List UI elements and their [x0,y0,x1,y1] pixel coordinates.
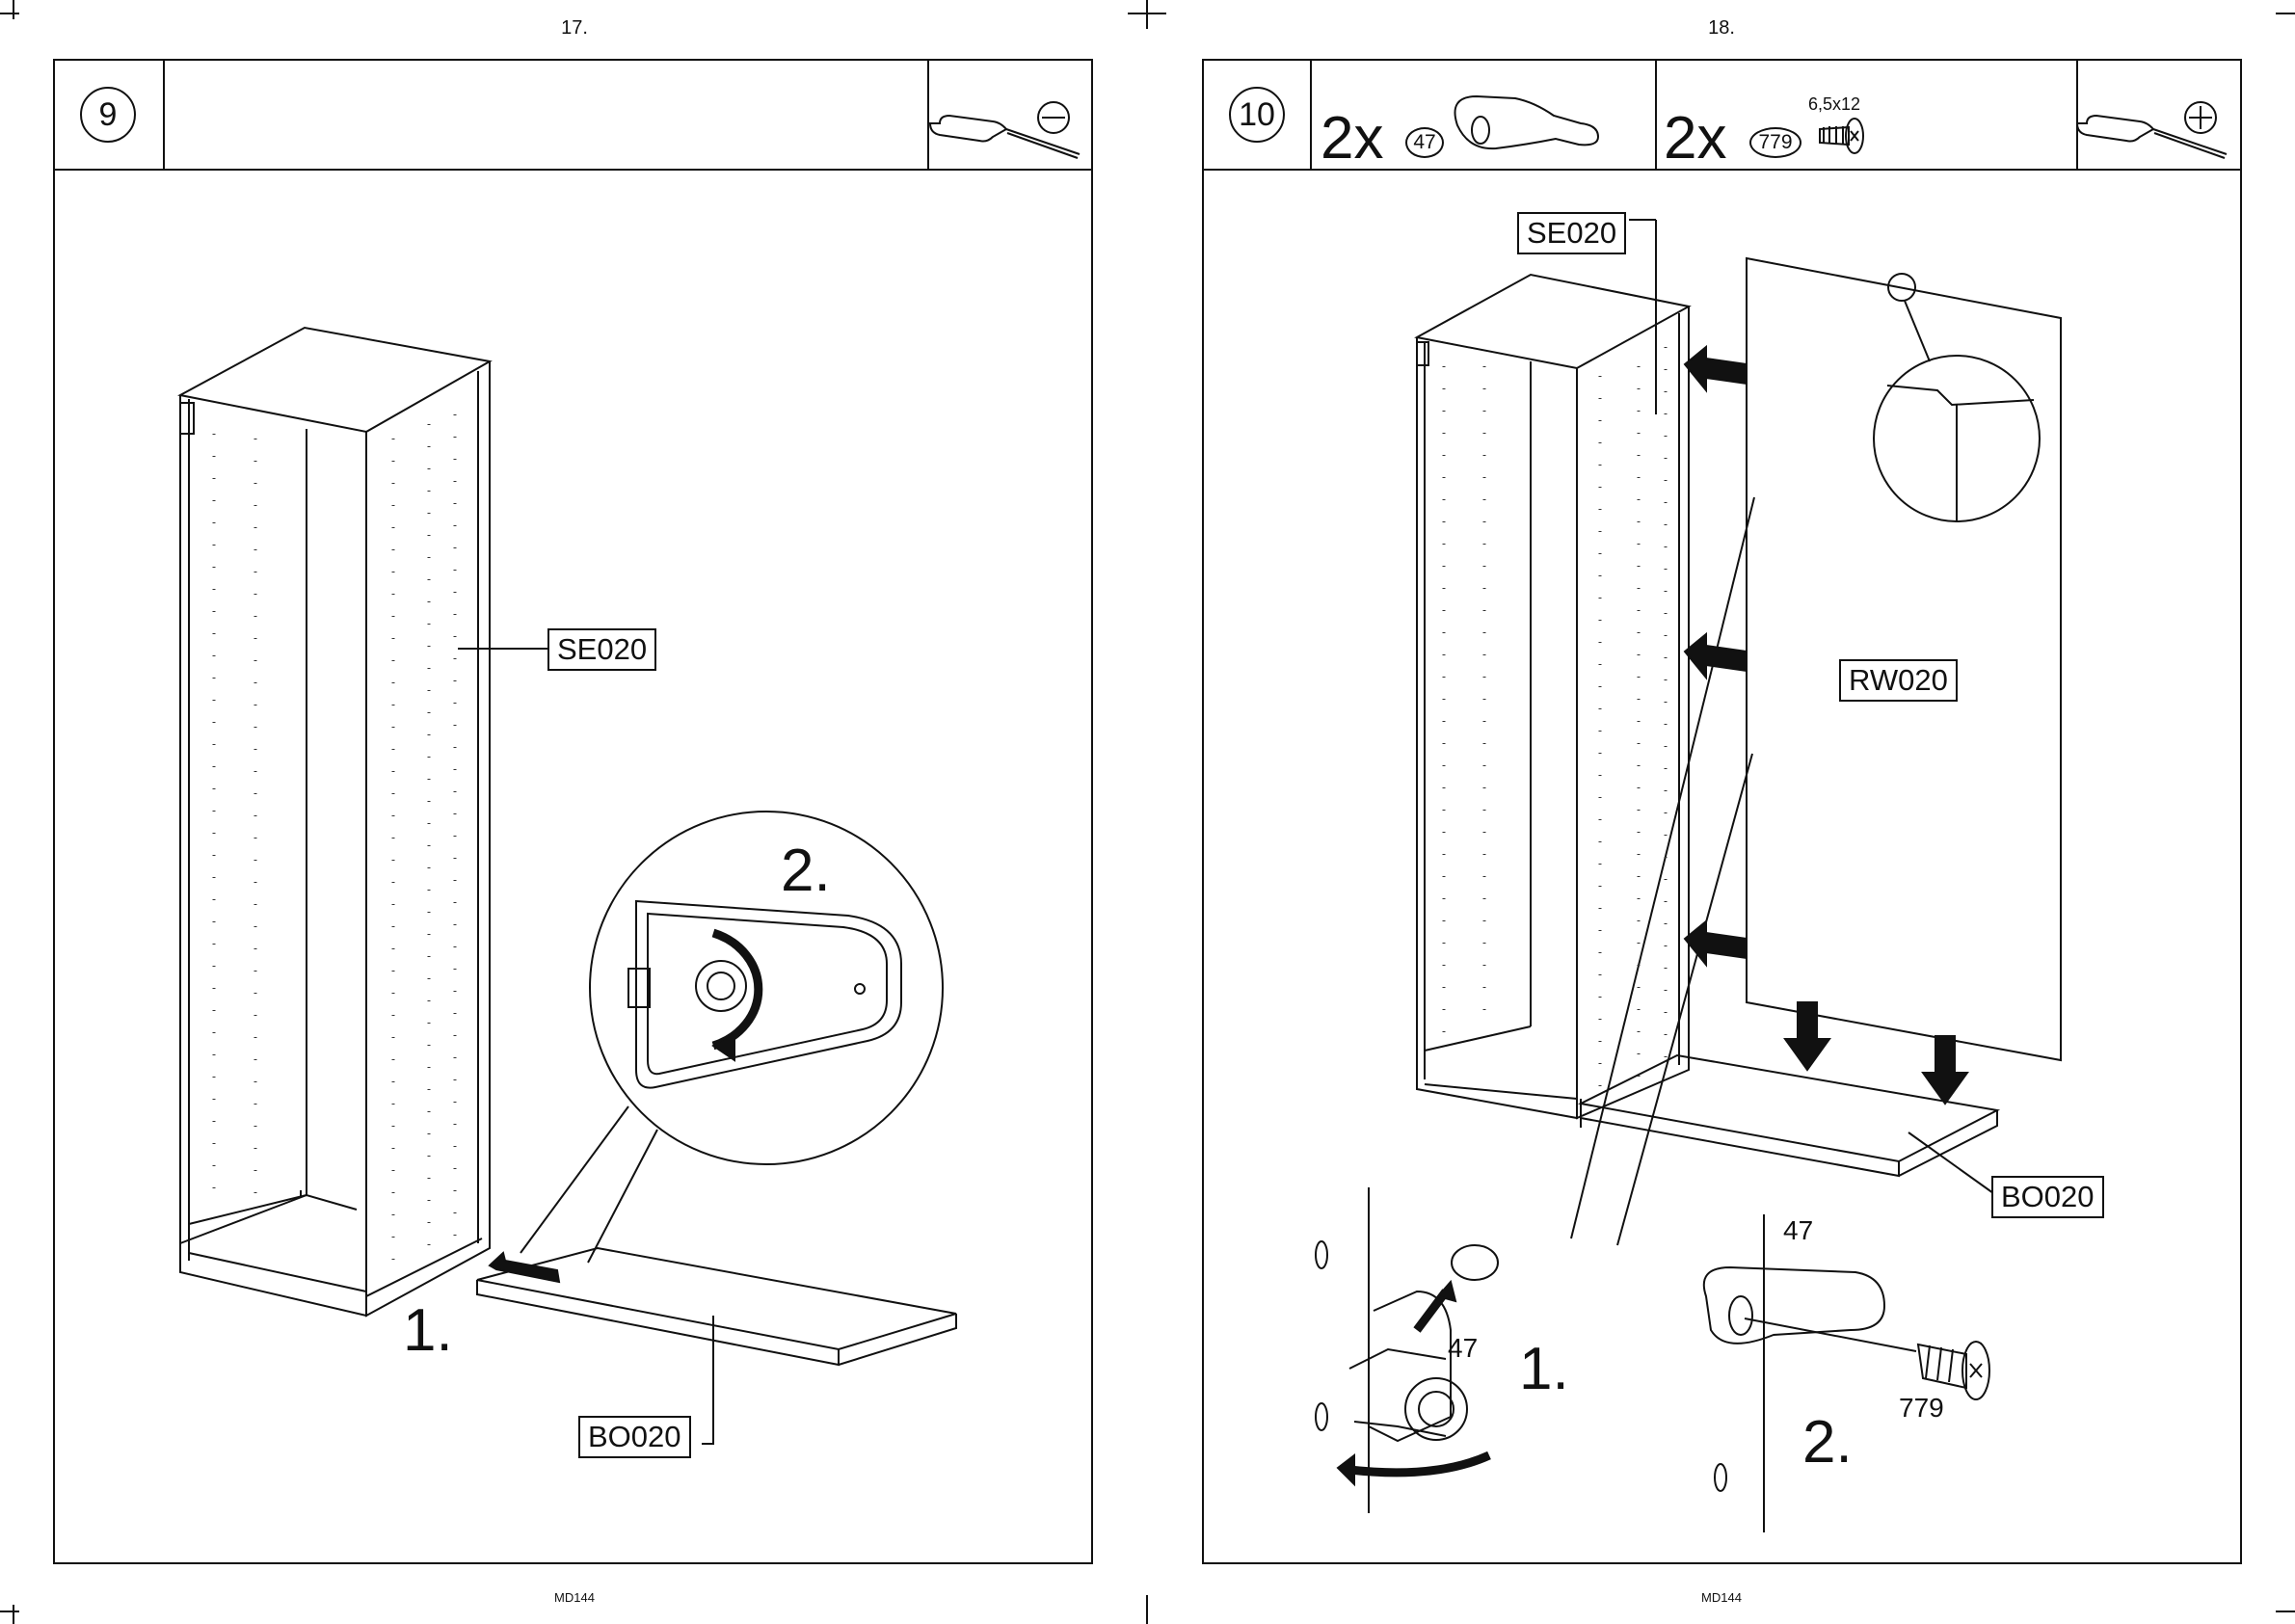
part-qty-779: 2x [1664,109,1726,169]
page-18-frame [1203,60,2241,1563]
part-qty-47: 2x [1321,109,1383,169]
cabinet-hole-dots-left [214,414,455,1272]
step-one-left: 1. [403,1301,453,1361]
step-number-9: 9 [81,88,135,142]
label-bo020-left: BO020 [578,1416,691,1458]
step-two-right: 2. [1802,1413,1853,1473]
page-number-left: 17. [517,17,632,40]
footer-left: MD144 [517,1590,632,1605]
cam-screw-detail [1704,1214,1989,1532]
part-id-47: 47 [1405,127,1444,158]
cabinet-hole-dots-right [1444,347,1666,1089]
label-bo020-right: BO020 [1991,1176,2104,1218]
cam-lock-part-icon [1455,96,1599,148]
detail-circle-left [590,812,943,1164]
step-number-10: 10 [1230,88,1284,142]
part-id-779: 779 [1749,127,1801,158]
screw-part-icon [1820,119,1863,153]
footer-right: MD144 [1664,1590,1779,1605]
callout-cam-detail-47: 47 [1783,1216,1813,1245]
label-se020-left: SE020 [547,628,656,671]
cabinet-drawing-left [180,328,490,1316]
flat-screwdriver-icon [930,102,1080,158]
page-number-right: 18. [1664,17,1779,40]
phillips-screwdriver-icon [2077,102,2227,158]
step-one-right: 1. [1519,1340,1569,1399]
bottom-panel-left [477,1248,956,1349]
insertion-arrows [1685,347,1967,1104]
step-two-left: 2. [781,841,831,901]
callout-screw-779: 779 [1899,1394,1944,1423]
screw-spec: 6,5x12 [1808,94,1860,114]
label-se020-right: SE020 [1517,212,1626,254]
label-rw020: RW020 [1839,659,1958,702]
page-17-frame [54,60,1092,1563]
callout-cam-47: 47 [1448,1334,1478,1363]
